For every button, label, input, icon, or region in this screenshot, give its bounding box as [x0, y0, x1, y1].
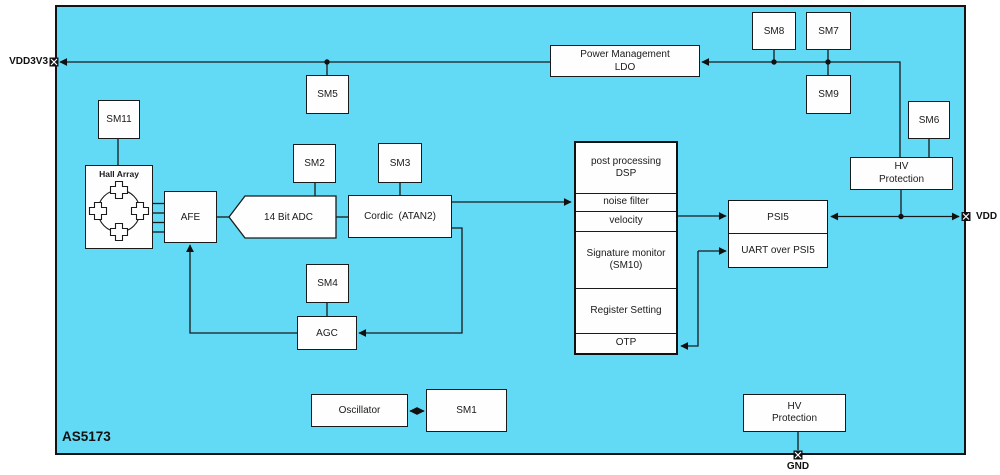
- block-sm6: SM6: [908, 101, 950, 139]
- block-sm9: SM9: [806, 75, 851, 114]
- block-sm1: SM1: [426, 389, 507, 432]
- dsp-row-otp: OTP: [576, 333, 676, 353]
- block-hv-protection-bottom: HV Protection: [743, 394, 846, 432]
- block-psi5-interface: PSI5 UART over PSI5: [728, 200, 828, 268]
- block-hall-array: Hall Array: [85, 165, 153, 249]
- block-sm8: SM8: [752, 12, 796, 50]
- dsp-row-post-processing: post processing DSP: [590, 155, 662, 180]
- block-agc: AGC: [297, 316, 357, 350]
- dsp-row-register-setting: Register Setting: [576, 288, 676, 333]
- dsp-row-noise-filter: noise filter: [576, 193, 676, 211]
- uart-over-psi5-row: UART over PSI5: [729, 233, 827, 267]
- block-sm5: SM5: [306, 75, 349, 114]
- block-sm11: SM11: [98, 100, 140, 139]
- pin-label-gnd: GND: [786, 461, 810, 472]
- hall-array-label: Hall Array: [99, 169, 139, 179]
- psi5-row: PSI5: [767, 211, 789, 223]
- block-hv-protection-top: HV Protection: [850, 157, 953, 190]
- pin-label-vdd: VDD: [976, 211, 998, 222]
- block-sm3: SM3: [378, 143, 422, 183]
- block-sm7: SM7: [806, 12, 851, 50]
- block-oscillator: Oscillator: [311, 394, 408, 427]
- dsp-row-velocity: velocity: [576, 211, 676, 231]
- block-dsp: post processing DSP noise filter velocit…: [574, 141, 678, 355]
- hall-array-icon: [88, 181, 150, 242]
- block-sm2: SM2: [293, 144, 336, 183]
- block-adc: 14 Bit ADC: [264, 211, 313, 223]
- pin-label-vdd3v3: VDD3V3: [9, 56, 48, 67]
- block-power-management-ldo: Power Management LDO: [550, 45, 700, 77]
- block-cordic: Cordic (ATAN2): [348, 195, 452, 238]
- block-sm4: SM4: [306, 264, 349, 303]
- dsp-row-signature-monitor: Signature monitor (SM10): [576, 231, 676, 288]
- chip-name-label: AS5173: [62, 429, 111, 444]
- block-afe: AFE: [164, 191, 217, 243]
